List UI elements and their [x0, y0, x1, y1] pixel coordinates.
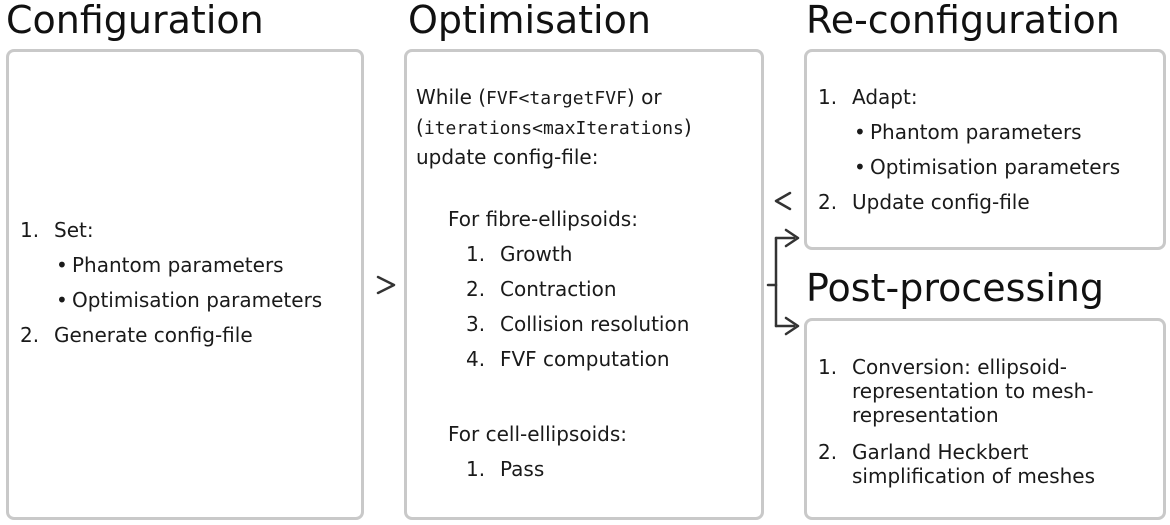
postprocessing-content: 1. Conversion: ellipsoid- representation…: [818, 350, 1095, 488]
reconfiguration-heading: Re-configuration: [806, 0, 1120, 42]
post-step-1-line: Conversion: ellipsoid-: [852, 355, 1068, 379]
reconf-item-text: Optimisation parameters: [870, 155, 1121, 179]
step-number: 2.: [20, 323, 40, 347]
step-number: 1.: [818, 355, 838, 379]
config-item-text: Optimisation parameters: [72, 288, 323, 312]
step-number: 1.: [20, 218, 40, 242]
post-step-2-line: simplification of meshes: [852, 464, 1096, 488]
cell-title: For cell-ellipsoids:: [448, 422, 627, 446]
iterations-condition: iterations<maxIterations: [423, 118, 684, 139]
step-number: 1.: [466, 457, 486, 481]
bullet: •: [56, 253, 68, 277]
paren-close: ): [683, 115, 692, 139]
fibre-step-text: FVF computation: [500, 347, 670, 371]
reconf-step-1-item-2: • Optimisation parameters: [818, 150, 1120, 185]
while-line: While (FVF<targetFVF) or: [416, 83, 692, 113]
fibre-step-text: Growth: [500, 242, 573, 266]
reconf-item-text: Phantom parameters: [870, 120, 1082, 144]
config-item-text: Phantom parameters: [72, 253, 284, 277]
fibre-step: 3. Collision resolution: [448, 307, 692, 342]
post-step-2: 2. Garland Heckbert simplification of me…: [818, 435, 1095, 488]
reconfiguration-box: [804, 49, 1166, 250]
optimisation-content: While (FVF<targetFVF) or (iterations<max…: [416, 83, 692, 487]
config-step-1-item-1: • Phantom parameters: [20, 248, 322, 283]
reconf-step-1-label: Adapt:: [852, 85, 918, 109]
cell-step: 1. Pass: [448, 452, 692, 487]
step-number: 2.: [818, 440, 838, 464]
step-number: 4.: [466, 347, 486, 371]
step-number: 2.: [818, 190, 838, 214]
post-step-1-line: representation to mesh-: [852, 379, 1094, 403]
post-step-1: 1. Conversion: ellipsoid- representation…: [818, 350, 1095, 427]
fibre-step: 2. Contraction: [448, 272, 692, 307]
step-number: 2.: [466, 277, 486, 301]
branch-connector: [766, 236, 796, 328]
fvf-condition: FVF<targetFVF: [486, 88, 627, 109]
fibre-title: For fibre-ellipsoids:: [448, 207, 638, 231]
step-number: 3.: [466, 312, 486, 336]
update-line: update config-file:: [416, 145, 599, 169]
step-number: 1.: [818, 85, 838, 109]
configuration-content: 1. Set: • Phantom parameters • Optimisat…: [20, 213, 322, 353]
arrow-reconf-to-optimisation: [774, 191, 792, 211]
post-step-1-text: Conversion: ellipsoid- representation to…: [852, 355, 1094, 427]
config-step-1-label: Set:: [54, 218, 94, 242]
paren-open: (: [416, 115, 424, 139]
reconfiguration-content: 1. Adapt: • Phantom parameters • Optimis…: [818, 80, 1120, 220]
optimisation-box: [404, 49, 764, 520]
bullet: •: [854, 155, 866, 179]
fibre-step: 4. FVF computation: [448, 342, 692, 377]
postprocessing-box: [804, 318, 1166, 520]
post-step-2-line: Garland Heckbert: [852, 440, 1029, 464]
arrow-to-postprocessing: [784, 316, 800, 336]
configuration-heading: Configuration: [6, 0, 264, 42]
bullet: •: [854, 120, 866, 144]
step-number: 1.: [466, 242, 486, 266]
arrow-to-reconfiguration: [784, 228, 800, 248]
post-step-2-text: Garland Heckbert simplification of meshe…: [852, 440, 1095, 488]
iterations-line: (iterations<maxIterations): [416, 113, 692, 143]
fibre-step: 1. Growth: [448, 237, 692, 272]
arrow-config-to-optimisation: [376, 275, 396, 295]
reconf-step-2: 2. Update config-file: [818, 185, 1120, 220]
reconf-step-1-item-1: • Phantom parameters: [818, 115, 1120, 150]
optimisation-heading: Optimisation: [408, 0, 651, 42]
config-step-2: 2. Generate config-file: [20, 318, 322, 353]
while-text: While (: [416, 85, 487, 109]
config-step-1-item-2: • Optimisation parameters: [20, 283, 322, 318]
fibre-step-text: Contraction: [500, 277, 617, 301]
fibre-step-text: Collision resolution: [500, 312, 690, 336]
config-step-2-label: Generate config-file: [54, 323, 253, 347]
fibre-section: For fibre-ellipsoids: 1. Growth 2. Contr…: [416, 202, 692, 377]
cell-section: For cell-ellipsoids: 1. Pass: [416, 417, 692, 487]
config-step-1: 1. Set:: [20, 213, 322, 248]
configuration-box: [6, 49, 364, 520]
cell-step-text: Pass: [500, 457, 545, 481]
reconf-step-2-label: Update config-file: [852, 190, 1030, 214]
post-step-1-line: representation: [852, 403, 999, 427]
postprocessing-heading: Post-processing: [806, 266, 1105, 310]
while-or-text: ) or: [626, 85, 662, 109]
bullet: •: [56, 288, 68, 312]
reconf-step-1: 1. Adapt:: [818, 80, 1120, 115]
